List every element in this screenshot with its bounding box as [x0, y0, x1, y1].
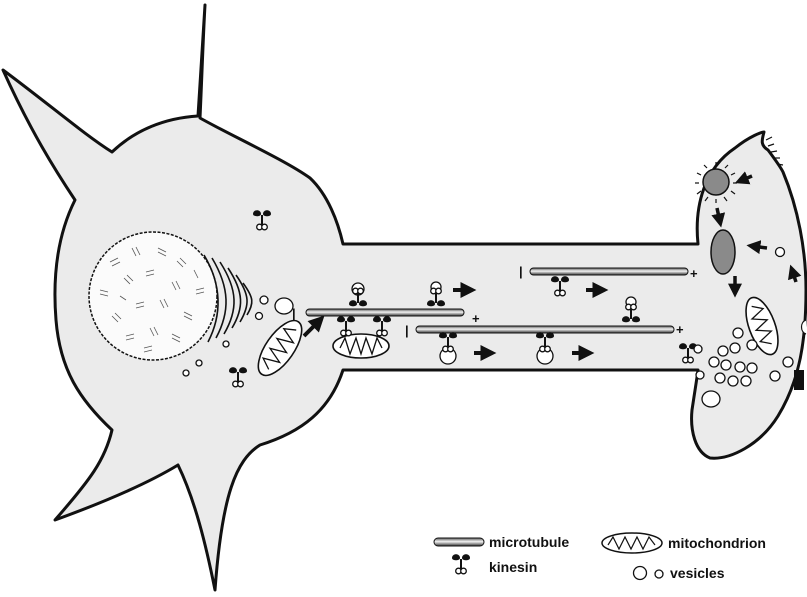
- vesicle-cargo-5: [621, 296, 641, 324]
- microtubule-3: [529, 267, 689, 276]
- synaptic-vesicles: [693, 327, 794, 408]
- legend-kinesin-icon: [451, 553, 471, 575]
- endosome: [710, 229, 736, 275]
- vesicle-cargo-4: [535, 331, 555, 365]
- legend: microtubule kinesin mitochondrion vesicl…: [433, 532, 766, 581]
- legend-mitochondrion-label: mitochondrion: [668, 535, 766, 551]
- plus-end-1: +: [472, 311, 480, 326]
- terminal-arrow-4: [788, 264, 802, 283]
- vesicles-soma: [182, 295, 294, 377]
- membrane-pore: [800, 319, 807, 335]
- mitochondrion-soma: [257, 319, 303, 377]
- microtubule-1: [305, 308, 465, 317]
- legend-kinesin-label: kinesin: [489, 559, 537, 575]
- legend-microtubule-label: microtubule: [489, 534, 569, 550]
- vesicle-cargo-3: [438, 331, 458, 365]
- plus-end-3: +: [690, 266, 698, 281]
- terminal-arrow-2: [711, 207, 726, 228]
- mitochondrion-terminal: [745, 296, 779, 356]
- microtubule-2: [415, 325, 675, 334]
- terminal-arrow-1: [734, 171, 753, 185]
- plus-end-2: +: [676, 322, 684, 337]
- nucleus: [88, 231, 218, 361]
- legend-mitochondrion-icon: [601, 532, 663, 554]
- legend-vesicle-small: [654, 569, 664, 579]
- membrane-receptors: [765, 136, 784, 166]
- legend-microtubule-swatch: [433, 537, 485, 547]
- golgi-apparatus: [203, 254, 253, 343]
- terminal-arrow-3: [746, 240, 768, 255]
- legend-vesicles-label: vesicles: [670, 565, 725, 581]
- vesicle-cargo-2: [426, 281, 446, 308]
- membrane-channel: [794, 370, 804, 390]
- minus-end-1: |: [292, 306, 296, 321]
- entry-arrow: [302, 315, 325, 338]
- mitochondrion-axon: [332, 333, 390, 359]
- legend-vesicle-large: [632, 565, 648, 581]
- minus-end-2: |: [405, 323, 409, 338]
- minus-end-3: |: [519, 264, 523, 279]
- terminal-vesicle-recycle: [774, 246, 786, 258]
- vesicle-cargo-1: [348, 282, 368, 308]
